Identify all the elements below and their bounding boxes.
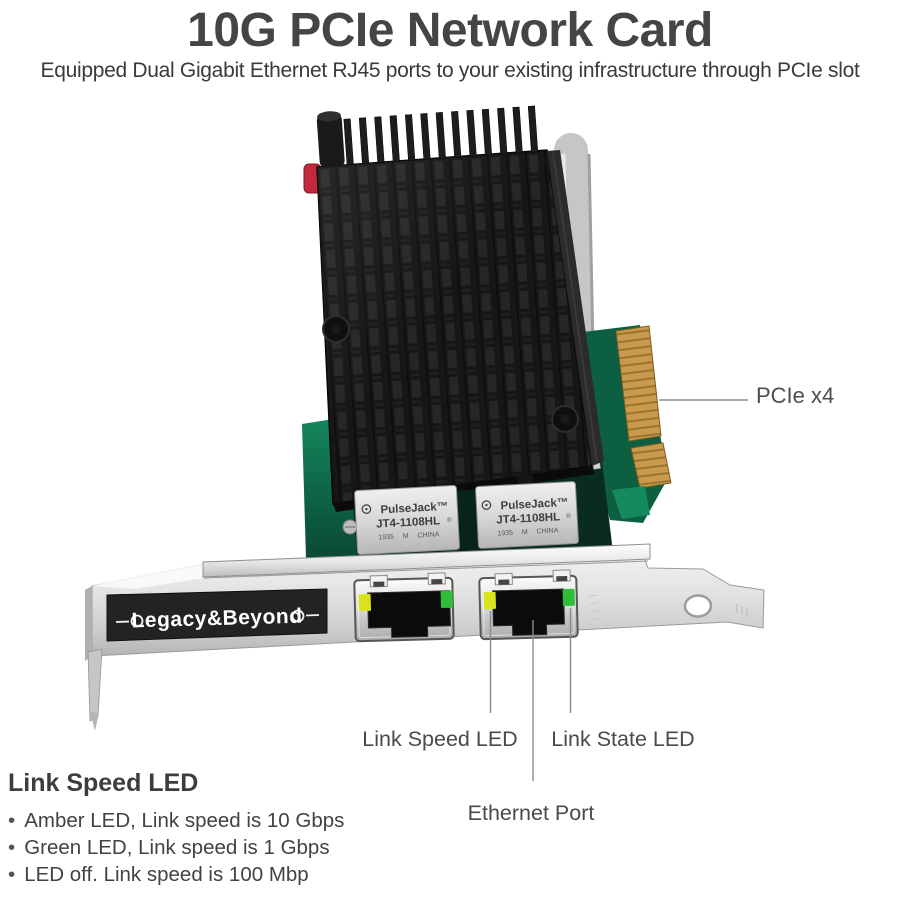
plate-dash-left bbox=[115, 620, 130, 623]
plate-circle-left bbox=[130, 614, 144, 628]
corner-push-pin bbox=[316, 113, 345, 168]
transformer-2: PulseJack™ JT4-1108HL ® 1935 M CHINA bbox=[475, 474, 579, 549]
pulse-logo-dot bbox=[485, 503, 488, 507]
heatsink-fin bbox=[481, 108, 493, 156]
bullet-icon: • bbox=[8, 836, 16, 859]
legend-item-text: Amber LED, Link speed is 10 Gbps bbox=[24, 809, 345, 832]
plate-dash-right bbox=[305, 614, 320, 617]
transformer-model: JT4-1108HL bbox=[496, 511, 560, 526]
plate-circle-right bbox=[291, 609, 305, 623]
list-item: • Green LED, Link speed is 1 Gbps bbox=[8, 834, 344, 861]
push-pin-center bbox=[331, 324, 341, 334]
legend-list: • Amber LED, Link speed is 10 Gbps • Gre… bbox=[8, 807, 344, 888]
legend-heading: Link Speed LED bbox=[8, 769, 199, 797]
link-speed-led-port1 bbox=[358, 593, 372, 612]
heatsink-fin bbox=[358, 117, 370, 165]
bracket-hang-tab-tip bbox=[90, 712, 99, 731]
heatsink-fin bbox=[466, 109, 477, 157]
page-subtitle: Equipped Dual Gigabit Ethernet RJ45 port… bbox=[40, 59, 860, 82]
bracket-hang-tab bbox=[87, 648, 103, 722]
rail-seam bbox=[203, 560, 649, 579]
heatsink-fin bbox=[512, 106, 523, 154]
rj45-port-1 bbox=[353, 572, 455, 643]
heatsink-fin bbox=[374, 116, 385, 164]
transformer-case bbox=[475, 481, 579, 549]
heatsink-shine bbox=[317, 150, 592, 504]
bracket-left-cap bbox=[85, 586, 92, 661]
bracket-engraving bbox=[588, 594, 600, 629]
transformer-cert: ® bbox=[447, 516, 452, 524]
link-speed-callout-label: Link Speed LED bbox=[362, 727, 518, 751]
emi-clip-slot bbox=[431, 578, 443, 585]
heatsink-fin bbox=[343, 118, 354, 166]
bullet-icon: • bbox=[8, 863, 16, 886]
push-pin-center bbox=[560, 414, 570, 424]
transformer-brand: PulseJack™ bbox=[380, 501, 448, 517]
bracket-screw-hole bbox=[683, 594, 713, 618]
legend-item-text: Green LED, Link speed is 1 Gbps bbox=[24, 836, 330, 859]
bullet-icon: • bbox=[8, 809, 16, 832]
bracket-brand-label: Legacy&Beyond bbox=[131, 605, 303, 633]
list-item: • LED off. Link speed is 100 Mbp bbox=[8, 861, 344, 888]
pcie-callout-label: PCIe x4 bbox=[756, 383, 835, 408]
heatsink-fin bbox=[451, 110, 462, 158]
transformer-brand: PulseJack™ bbox=[500, 497, 568, 513]
transformer-cert: ® bbox=[566, 512, 571, 520]
emi-clip-slot bbox=[373, 581, 385, 587]
pulse-logo-icon bbox=[481, 500, 492, 510]
pcie-gold-fingers-lower bbox=[630, 442, 672, 489]
transformer-1: PulseJack™ JT4-1108HL ® 1935 M CHINA bbox=[354, 478, 460, 555]
link-state-led-port2 bbox=[562, 588, 575, 607]
brand-plate: Legacy&Beyond bbox=[106, 588, 328, 642]
bracket-fold-highlight bbox=[92, 563, 204, 589]
emi-clip-slot bbox=[498, 579, 510, 585]
fin-edge-line bbox=[552, 152, 598, 463]
io-bracket: Legacy&Beyond bbox=[85, 543, 765, 731]
transformer-model: JT4-1108HL bbox=[376, 515, 440, 530]
push-pin-cap bbox=[317, 111, 342, 122]
transformer-origin: 1935 M CHINA bbox=[497, 527, 559, 537]
heatsink-top-fins bbox=[316, 105, 539, 168]
legend-item-text: LED off. Link speed is 100 Mbp bbox=[24, 863, 309, 886]
link-state-callout-label: Link State LED bbox=[551, 727, 695, 751]
pcie-gold-fingers-upper bbox=[615, 325, 662, 442]
led-legend-panel: Link Speed LED • Amber LED, Link speed i… bbox=[8, 769, 344, 888]
ethernet-port-callout-label: Ethernet Port bbox=[467, 801, 595, 825]
heatsink-fin bbox=[435, 112, 446, 159]
callout-lines bbox=[489, 399, 748, 781]
plate-background bbox=[106, 588, 328, 642]
emi-clip-slot bbox=[556, 575, 568, 582]
rj45-port-2 bbox=[478, 569, 579, 641]
pcb-lower-tab bbox=[612, 486, 650, 519]
link-state-led-port1 bbox=[440, 590, 453, 609]
pulse-logo-icon bbox=[361, 504, 372, 514]
heatsink-fin bbox=[404, 114, 416, 162]
transformer-origin: 1935 M CHINA bbox=[378, 531, 440, 541]
list-item: • Amber LED, Link speed is 10 Gbps bbox=[8, 807, 344, 834]
heatsink bbox=[316, 105, 604, 512]
tab-engraving bbox=[736, 604, 748, 617]
bracket-top-rail bbox=[202, 543, 651, 578]
heatsink-fin bbox=[497, 107, 508, 155]
transformer-case bbox=[354, 485, 460, 555]
page-title: 10G PCIe Network Card bbox=[187, 4, 713, 57]
link-speed-led-port2 bbox=[483, 591, 497, 610]
heatsink-fin bbox=[420, 113, 431, 161]
pulse-logo-dot bbox=[365, 507, 368, 511]
heatsink-fin bbox=[389, 115, 400, 163]
heatsink-fin bbox=[527, 105, 539, 153]
